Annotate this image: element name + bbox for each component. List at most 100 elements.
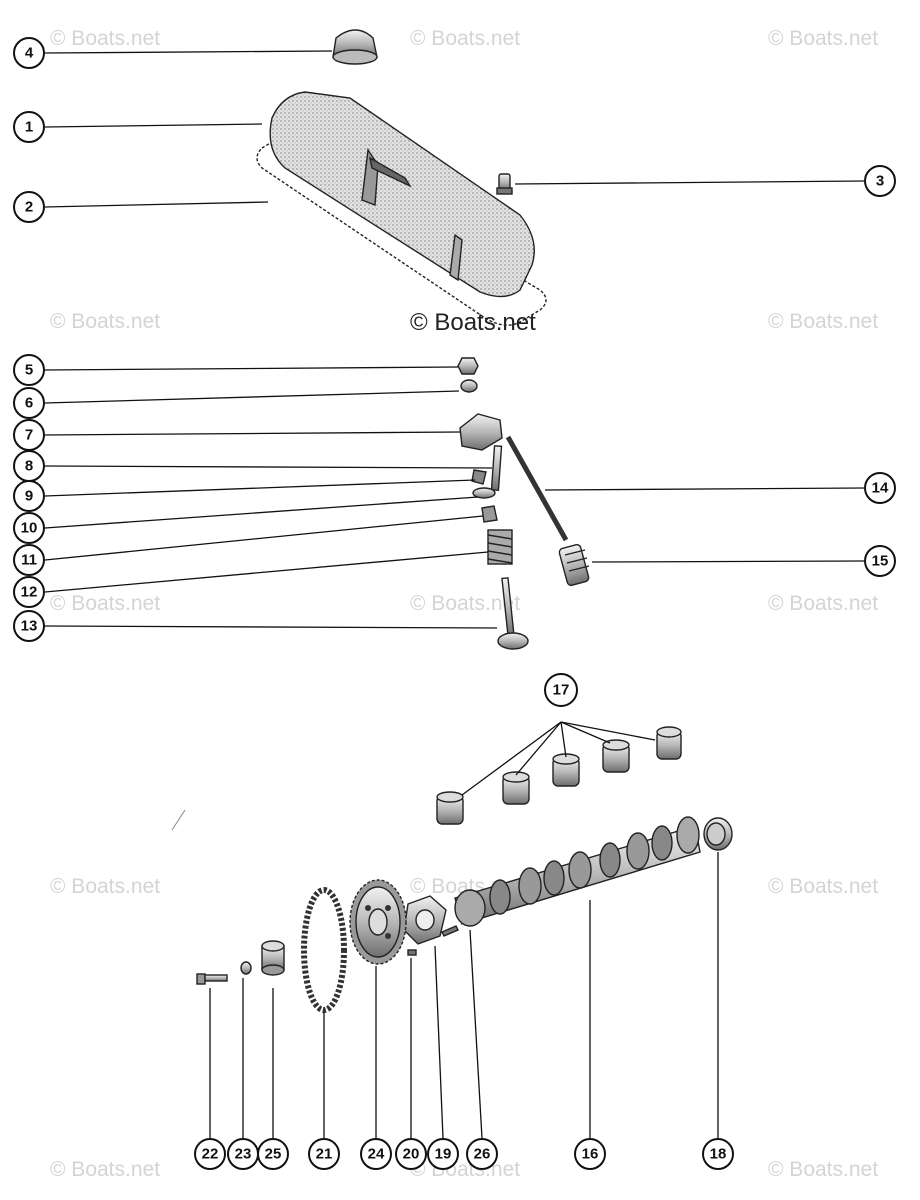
callout-3: 3	[864, 165, 896, 197]
svg-text:2: 2	[25, 199, 33, 216]
callout-26: 26	[466, 1138, 498, 1170]
stray-mark	[171, 809, 186, 831]
svg-text:25: 25	[265, 1146, 282, 1163]
valve-seal	[481, 505, 498, 523]
callout-1: 1	[13, 111, 45, 143]
callout-18: 18	[702, 1138, 734, 1170]
callout-19: 19	[427, 1138, 459, 1170]
watermark: © Boats.net	[50, 1158, 160, 1181]
svg-text:12: 12	[21, 584, 38, 601]
thrust-plate	[403, 895, 447, 945]
callout-24: 24	[360, 1138, 392, 1170]
callout-15: 15	[864, 545, 896, 577]
svg-text:8: 8	[25, 458, 33, 475]
callout-2: 2	[13, 191, 45, 223]
valve-spring	[487, 529, 513, 565]
watermark-center: © Boats.net	[410, 309, 536, 336]
svg-text:15: 15	[872, 553, 889, 570]
watermark: © Boats.net	[410, 27, 520, 50]
crankshaft-sprocket	[261, 940, 285, 976]
svg-text:4: 4	[25, 45, 34, 62]
callout-5: 5	[13, 354, 45, 386]
callout-10: 10	[13, 512, 45, 544]
cam-bearing	[602, 739, 630, 773]
svg-text:10: 10	[21, 520, 38, 537]
cam-bearing	[502, 771, 530, 805]
callout-21: 21	[308, 1138, 340, 1170]
breather-grommet	[496, 173, 513, 195]
watermark: © Boats.net	[768, 875, 878, 898]
sprocket-bolt	[196, 973, 228, 985]
svg-text:23: 23	[235, 1146, 252, 1163]
watermark: © Boats.net	[768, 310, 878, 333]
dowel-pin	[441, 925, 459, 937]
svg-text:19: 19	[435, 1146, 452, 1163]
camshaft-plug	[703, 817, 733, 851]
svg-text:3: 3	[876, 173, 884, 190]
svg-text:22: 22	[202, 1146, 219, 1163]
svg-text:26: 26	[474, 1146, 491, 1163]
callout-20: 20	[395, 1138, 427, 1170]
svg-text:18: 18	[710, 1146, 727, 1163]
watermark: © Boats.net	[768, 27, 878, 50]
spring-retainer	[472, 487, 496, 499]
svg-text:16: 16	[582, 1146, 599, 1163]
rocker-arm	[459, 413, 503, 451]
thrust-plate-screw	[407, 949, 417, 956]
rocker-ball	[460, 379, 478, 393]
callout-13: 13	[13, 610, 45, 642]
svg-text:21: 21	[316, 1146, 333, 1163]
rocker-arm-nut	[457, 357, 479, 375]
valve	[497, 577, 529, 650]
callout-7: 7	[13, 419, 45, 451]
svg-text:11: 11	[21, 552, 37, 569]
callout-8: 8	[13, 450, 45, 482]
svg-text:24: 24	[368, 1146, 385, 1163]
callout-16: 16	[574, 1138, 606, 1170]
hydraulic-lifter	[558, 543, 590, 587]
callout-11: 11	[13, 544, 45, 576]
svg-text:14: 14	[872, 480, 889, 497]
parts	[171, 29, 733, 1013]
watermark: © Boats.net	[50, 592, 160, 615]
callouts: 4 1 2 3 5 6 7 8 9 10 11 12 13 14 15 17 2…	[13, 37, 896, 1170]
svg-text:9: 9	[25, 488, 33, 505]
callout-23: 23	[227, 1138, 259, 1170]
svg-text:17: 17	[553, 682, 570, 699]
watermark: © Boats.net	[768, 592, 878, 615]
watermark: © Boats.net	[410, 592, 520, 615]
svg-text:5: 5	[25, 362, 33, 379]
callout-25: 25	[257, 1138, 289, 1170]
valve-keeper	[471, 469, 487, 485]
timing-chain	[301, 887, 347, 1013]
watermark: © Boats.net	[768, 1158, 878, 1181]
camshaft-sprocket	[349, 879, 407, 965]
callout-6: 6	[13, 387, 45, 419]
watermark: © Boats.net	[50, 27, 160, 50]
cam-bearing	[656, 726, 682, 760]
svg-text:13: 13	[21, 618, 38, 635]
watermark: © Boats.net	[410, 1158, 520, 1181]
watermark: © Boats.net	[50, 310, 160, 333]
leader-lines	[44, 50, 865, 1139]
valve-cover	[269, 91, 535, 298]
svg-text:1: 1	[25, 119, 33, 136]
watermark: © Boats.net	[50, 875, 160, 898]
callout-9: 9	[13, 480, 45, 512]
washer	[240, 961, 252, 975]
rocker-stud	[490, 445, 503, 491]
svg-text:20: 20	[403, 1146, 420, 1163]
oil-filler-cap	[332, 29, 378, 65]
svg-text:7: 7	[25, 427, 33, 444]
camshaft	[454, 816, 701, 927]
callout-17: 17	[544, 673, 578, 707]
callout-22: 22	[194, 1138, 226, 1170]
cam-bearing	[436, 791, 464, 825]
pushrod	[505, 435, 569, 542]
valve-cover-gasket	[256, 135, 547, 326]
callout-14: 14	[864, 472, 896, 504]
camshaft-bearings	[436, 726, 682, 825]
callout-4: 4	[13, 37, 45, 69]
svg-text:6: 6	[25, 395, 33, 412]
